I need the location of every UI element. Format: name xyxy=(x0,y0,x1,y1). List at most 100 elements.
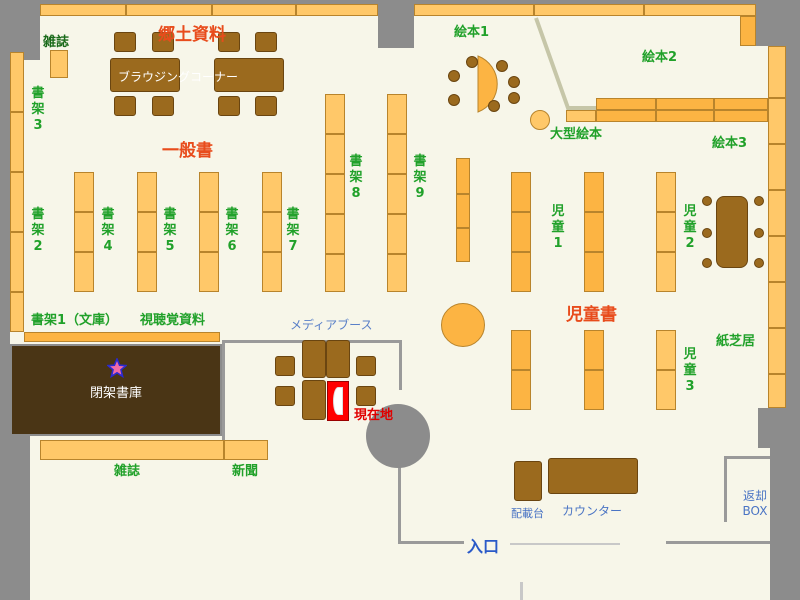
label-jidosho: 児童書 xyxy=(566,305,617,325)
label-shoka6: 書架6 xyxy=(225,207,239,254)
shelf-jido-low2-b xyxy=(584,370,604,410)
stool-e3 xyxy=(702,258,712,268)
wall-right-bottom xyxy=(770,448,800,600)
shelf-8-b xyxy=(325,134,345,174)
chair-b7 xyxy=(218,96,240,116)
shelf-6-b xyxy=(199,212,219,252)
shelf-newspaper xyxy=(224,440,268,460)
shelf-jido3-a xyxy=(656,330,676,370)
label-browsing: ブラウジングコーナー xyxy=(118,70,239,84)
entrance-door-line xyxy=(510,543,620,545)
table-ehon3 xyxy=(716,196,748,268)
stool-3 xyxy=(448,94,460,106)
counter-desk xyxy=(548,458,638,494)
label-media: メディアブース xyxy=(290,318,373,332)
round-pillar xyxy=(366,404,430,468)
chair-b8 xyxy=(255,96,277,116)
stool-5 xyxy=(508,76,520,88)
shelf-top-1 xyxy=(40,4,126,16)
wall-pillar-top xyxy=(378,0,414,48)
label-haisaidai: 配載台 xyxy=(511,507,544,520)
label-jido2: 児童2 xyxy=(683,204,697,251)
chair-b2 xyxy=(152,32,174,52)
shelf-top-corner xyxy=(740,16,756,46)
chair-b4 xyxy=(255,32,277,52)
picture-book-partition xyxy=(534,17,596,110)
wall-top-right xyxy=(414,0,800,4)
shelf-ehon2-a xyxy=(596,98,656,110)
stool-e2 xyxy=(702,228,712,238)
shelf-jido3-b xyxy=(656,370,676,410)
chair-b3 xyxy=(218,32,240,52)
label-shinbun: 新聞 xyxy=(232,464,259,479)
shelf-8-e xyxy=(325,254,345,292)
shelf-ehon2-b xyxy=(656,98,714,110)
shelf-left-3 xyxy=(10,172,24,232)
shelf-jido-low1-b xyxy=(511,370,531,410)
label-ogata-ehon: 大型絵本 xyxy=(550,127,603,142)
label-ippan: 一般書 xyxy=(162,141,213,161)
label-ehon2: 絵本2 xyxy=(642,50,678,65)
media-desk-3 xyxy=(302,380,326,420)
label-shoka7: 書架7 xyxy=(286,207,300,254)
shelf-9-e xyxy=(387,254,407,292)
media-desk-1 xyxy=(302,340,326,378)
label-zasshi-bottom: 雑誌 xyxy=(114,464,141,479)
shelf-left-1 xyxy=(10,52,24,112)
shelf-right-8 xyxy=(768,374,786,408)
label-shoka8: 書架8 xyxy=(349,154,363,201)
shelf-right-1 xyxy=(768,46,786,98)
media-chair-1 xyxy=(275,356,295,376)
shelf-right-5 xyxy=(768,236,786,282)
stool-4 xyxy=(496,60,508,72)
label-shoka4: 書架4 xyxy=(101,207,115,254)
shelf-right-6 xyxy=(768,282,786,328)
shelf-narrow-c xyxy=(456,228,470,262)
wall-left xyxy=(0,0,10,420)
wall-media-right xyxy=(399,340,402,390)
shelf-ehon2-d xyxy=(596,110,656,122)
shelf-top-5 xyxy=(414,4,534,16)
label-jido1: 児童1 xyxy=(551,204,565,251)
shelf-top-6 xyxy=(534,4,644,16)
shelf-8-c xyxy=(325,174,345,214)
wall-top-left xyxy=(0,0,380,4)
wall-counter-left xyxy=(398,460,401,544)
shelf-jido-low2-a xyxy=(584,330,604,370)
table-browsing-right xyxy=(214,58,284,92)
current-location-inner xyxy=(333,387,343,415)
wall-left-bottom xyxy=(0,420,30,600)
shelf-right-2 xyxy=(768,98,786,144)
shelf-9-a xyxy=(387,94,407,134)
shelf-top-7 xyxy=(644,4,756,16)
table-browsing-left xyxy=(110,58,180,92)
entrance-door-line-bottom xyxy=(520,582,523,600)
shelf-jido-mid-a xyxy=(584,172,604,212)
shelf-jido2-c xyxy=(656,252,676,292)
shelf-ehon2-c xyxy=(714,98,768,110)
wall-return-box xyxy=(724,456,727,522)
shelf-4-b xyxy=(74,212,94,252)
star-icon xyxy=(105,356,129,379)
shelf-jido1-b xyxy=(511,212,531,252)
wall-right-notch xyxy=(758,408,800,448)
label-shicho: 視聴覚資料 xyxy=(140,313,206,328)
wall-entrance-left xyxy=(398,541,464,544)
shelf-ogata-ehon xyxy=(566,110,596,122)
shelf-magazine-bottom xyxy=(40,440,224,460)
stool-2 xyxy=(448,70,460,82)
label-entrance: 入口 xyxy=(467,537,500,556)
shelf-8-d xyxy=(325,214,345,254)
stool-7 xyxy=(488,100,500,112)
stool-e6 xyxy=(754,258,764,268)
shelf-4-c xyxy=(74,252,94,292)
wall-return-top xyxy=(724,456,770,459)
stool-1 xyxy=(466,56,478,68)
shelf-7-a xyxy=(262,172,282,212)
label-zasshi-top: 雑誌 xyxy=(43,35,70,50)
wall-media-left xyxy=(222,340,225,440)
picture-book-table xyxy=(477,55,498,113)
shelf-7-c xyxy=(262,252,282,292)
shelf-left-2 xyxy=(10,112,24,172)
